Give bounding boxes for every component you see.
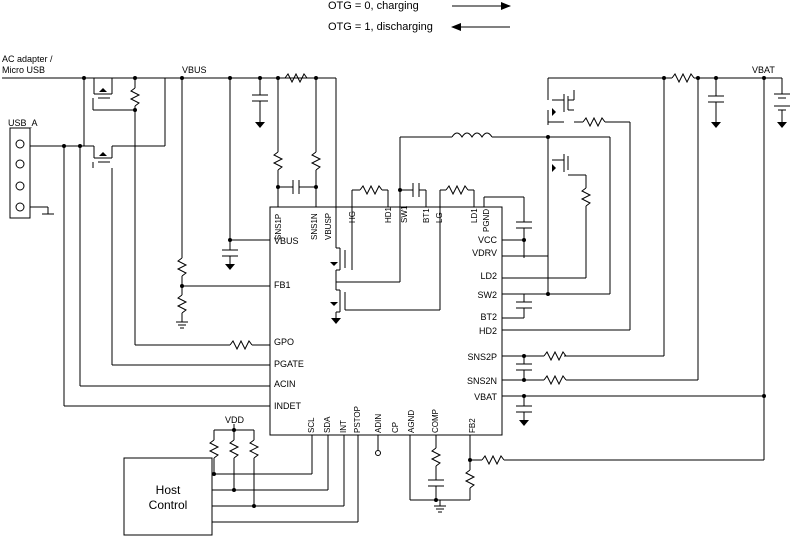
pin-gpo: GPO <box>274 337 294 347</box>
pin-bt2: BT2 <box>480 312 497 322</box>
host-control-block <box>123 457 213 536</box>
stage2-wiring <box>470 72 790 466</box>
pin-sns2p: SNS2P <box>467 352 497 362</box>
ac-adapter-label-2: Micro USB <box>2 65 45 75</box>
pin-ld2: LD2 <box>480 271 497 281</box>
pin-comp: COMP <box>431 409 440 433</box>
ic-right-pins: VCC VDRV LD2 SW2 BT2 HD2 SNS2P SNS2N VBA… <box>467 235 498 402</box>
pin-pgnd: PGND <box>482 209 491 232</box>
pin-sns1n: SNS1N <box>310 213 319 240</box>
pin-acin: ACIN <box>274 379 296 389</box>
pin-pstop: PSTOP <box>353 406 362 433</box>
pin-ld1: LD1 <box>470 208 479 223</box>
pin-vdrv: VDRV <box>472 248 497 258</box>
otg-charging-label: OTG = 0, charging <box>328 0 419 12</box>
pin-vbusp: VBUSP <box>324 213 333 240</box>
pin-sw2: SW2 <box>477 290 497 300</box>
pin-vcc: VCC <box>478 235 498 245</box>
pin-vbat: VBAT <box>474 392 497 402</box>
ic-bottom-pins: SCL SDA INT PSTOP ADIN CP AGND COMP FB2 <box>307 406 477 433</box>
usb-a-label: USB_A <box>8 118 38 128</box>
vdd-label: VDD <box>225 415 245 425</box>
usb-a-connector <box>9 127 31 219</box>
vbat-label: VBAT <box>752 65 775 75</box>
pin-sw1: SW1 <box>400 205 409 223</box>
stage1-wiring <box>330 132 549 324</box>
pin-int: INT <box>339 420 348 433</box>
pin-agnd: AGND <box>407 410 416 433</box>
pin-cp: CP <box>391 422 400 433</box>
pin-vbus: VBUS <box>274 236 299 246</box>
ic-left-pins: VBUS FB1 GPO PGATE ACIN INDET <box>274 236 304 411</box>
vbus-label: VBUS <box>182 65 207 75</box>
pin-scl: SCL <box>307 417 316 433</box>
pin-hd2: HD2 <box>479 326 497 336</box>
bottom-wiring <box>208 424 476 523</box>
pin-bt1: BT1 <box>422 208 431 223</box>
pin-pgate: PGATE <box>274 359 304 369</box>
ic-top-pins: SNS1P SNS1N VBUSP HG HD1 SW1 BT1 LG LD1 … <box>274 205 491 240</box>
pin-adin: ADIN <box>374 414 383 433</box>
host-control-line2: Control <box>149 498 188 512</box>
otg-discharging-label: OTG = 1, discharging <box>328 21 433 33</box>
pin-indet: INDET <box>274 401 302 411</box>
pin-fb1: FB1 <box>274 280 291 290</box>
host-control-line1: Host <box>156 483 181 497</box>
pin-hd1: HD1 <box>384 206 393 223</box>
otg-legend: OTG = 0, charging OTG = 1, discharging <box>328 0 511 33</box>
charger-ic <box>269 206 503 436</box>
input-wiring <box>2 72 337 407</box>
pin-sda: SDA <box>323 416 332 433</box>
ac-adapter-label-1: AC adapter / <box>2 54 53 64</box>
pin-fb2: FB2 <box>468 418 477 433</box>
pin-sns1p: SNS1P <box>274 214 283 240</box>
pin-sns2n: SNS2N <box>467 376 497 386</box>
